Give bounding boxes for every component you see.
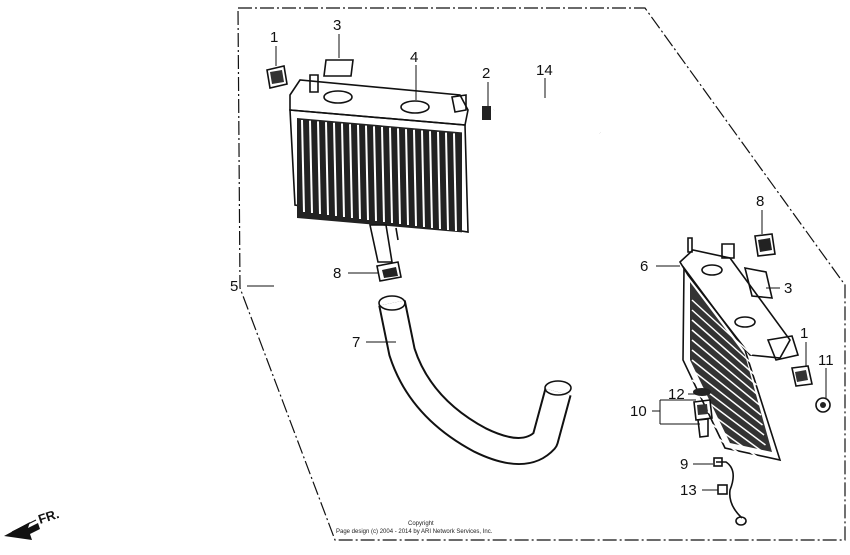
leader-lines: [247, 34, 827, 491]
label-plate-top: [323, 59, 354, 77]
hose-clamp-right: [754, 233, 776, 257]
callout-1: 1: [270, 29, 278, 46]
front-direction-label: FR.: [36, 506, 61, 527]
radiator-cap-right: [791, 365, 813, 387]
upper-hose: [493, 95, 604, 136]
callout-9: 9: [680, 456, 688, 473]
radiator-cap-left: [266, 65, 288, 89]
callout-3-right: 3: [784, 280, 792, 297]
callout-7: 7: [352, 334, 360, 351]
assembly-boundary: [237, 7, 846, 541]
callout-13: 13: [680, 482, 697, 499]
front-direction-arrow-icon: [4, 519, 40, 540]
callout-2: 2: [482, 65, 490, 82]
sensor-wire: [713, 457, 747, 526]
copyright-title: Copyright: [408, 521, 434, 527]
callout-6: 6: [640, 258, 648, 275]
right-radiator: [678, 237, 800, 486]
callout-5: 5: [230, 278, 238, 295]
copyright-notice: Page design (c) 2004 - 2014 by ARI Netwo…: [336, 529, 493, 535]
callout-8: 8: [333, 265, 341, 282]
left-radiator: [289, 74, 469, 263]
gasket-plate-right: [743, 266, 774, 299]
callout-1-right: 1: [800, 325, 808, 342]
drain-bolt: [815, 397, 831, 413]
callout-8-right: 8: [756, 193, 764, 210]
thermo-sensor: [693, 399, 713, 438]
o-ring: [693, 388, 711, 396]
callout-3: 3: [333, 17, 341, 34]
hose-clamp-left: [376, 261, 402, 282]
callout-14: 14: [536, 62, 553, 79]
hose-clip-small: [482, 106, 491, 120]
callout-4: 4: [410, 49, 418, 66]
callout-12: 12: [668, 386, 685, 403]
lower-hose: [378, 295, 572, 465]
callout-10: 10: [630, 403, 647, 420]
callout-11: 11: [818, 352, 834, 369]
